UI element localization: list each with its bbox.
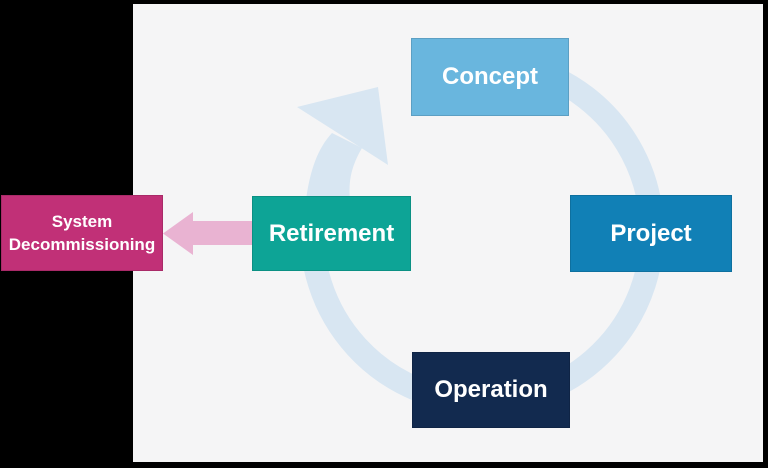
node-system-decommissioning: System Decommissioning: [1, 195, 163, 271]
cycle-arrow-shaft: [306, 133, 362, 200]
node-retirement-label: Retirement: [268, 219, 395, 247]
node-operation-label: Operation: [434, 376, 548, 403]
cycle-arrow-head-icon: [297, 87, 388, 165]
decommission-arrow-icon: [163, 212, 253, 255]
node-system-decommissioning-label: System Decommissioning: [8, 212, 156, 254]
node-operation: Operation: [412, 352, 570, 428]
cycle-ring-arc: [299, 50, 664, 415]
node-project-label: Project: [610, 219, 692, 247]
node-project: Project: [570, 195, 732, 272]
node-retirement: Retirement: [252, 196, 411, 271]
node-concept: Concept: [411, 38, 569, 116]
node-concept-label: Concept: [442, 63, 538, 90]
